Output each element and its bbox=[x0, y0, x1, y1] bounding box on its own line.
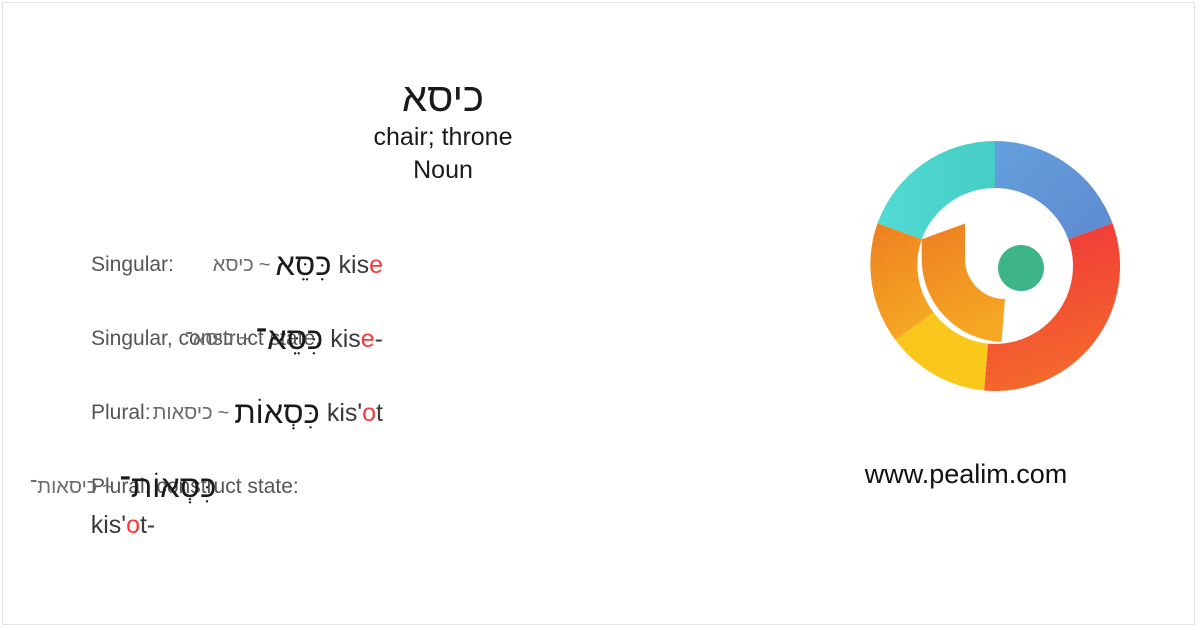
site-url: www.pealim.com bbox=[731, 457, 1194, 491]
logo-green-dot bbox=[998, 245, 1044, 291]
logo-segment-teal bbox=[877, 140, 995, 240]
menukad-plural: כִּסְאוֹת bbox=[234, 395, 320, 430]
translit-stressed-vowel: e bbox=[369, 251, 383, 279]
transliteration-plural-construct: kis'ot- bbox=[3, 507, 383, 543]
table-row: Singular, construct state: כיסא־~כִּסֵּא… bbox=[3, 313, 803, 387]
translit-stressed-vowel: o bbox=[126, 511, 140, 539]
separator-tilde: ~ bbox=[238, 327, 251, 350]
page-title-hebrew: כיסא bbox=[402, 76, 484, 120]
form-value-plural-construct: כיסאות־~כִּסְאוֹת־kis'ot- bbox=[3, 467, 383, 543]
translit-pre: kis' bbox=[90, 511, 127, 539]
ktiv-male-plural-construct: כיסאות־ bbox=[29, 476, 98, 498]
form-label-plural: Plural: bbox=[91, 401, 151, 424]
logo-segment-red bbox=[984, 223, 1121, 391]
translit-pre: kis bbox=[330, 325, 361, 353]
translit-pre: kis' bbox=[326, 399, 363, 427]
translit-stressed-vowel: o bbox=[362, 399, 377, 427]
form-label-singular-construct: Singular, construct state: bbox=[91, 327, 321, 350]
translit-pre: kis bbox=[338, 251, 370, 279]
translit-post: t bbox=[376, 399, 383, 427]
form-label-singular: Singular: bbox=[91, 253, 174, 276]
logo-segment-blue bbox=[995, 140, 1113, 240]
table-row: Plural, construct state: כיסאות־~כִּסְאו… bbox=[3, 461, 803, 547]
ktiv-male-singular: כיסא bbox=[212, 254, 254, 276]
ktiv-male-singular-construct: כיסא־ bbox=[184, 328, 234, 350]
transliteration-plural: kis'ot bbox=[320, 399, 383, 427]
menukad-plural-construct: כִּסְאוֹת־ bbox=[118, 469, 217, 504]
form-value-singular-construct: כיסא־~כִּסֵּא־kise- bbox=[3, 319, 383, 359]
ktiv-male-plural: כיסאות bbox=[152, 402, 213, 424]
transliteration-singular: kise bbox=[332, 251, 383, 279]
word-part-of-speech: Noun bbox=[413, 156, 473, 184]
translit-stressed-vowel: e bbox=[360, 325, 375, 353]
separator-tilde: ~ bbox=[217, 401, 230, 424]
transliteration-singular-construct: kise- bbox=[323, 325, 383, 353]
menukad-singular-construct: כִּסֵּא־ bbox=[255, 321, 324, 356]
logo-segment-yellow bbox=[895, 312, 988, 391]
logo-inner-hook bbox=[921, 223, 1005, 342]
separator-tilde: ~ bbox=[102, 475, 114, 498]
form-label-plural-construct: Plural, construct state: bbox=[91, 475, 299, 498]
translit-post: - bbox=[374, 325, 383, 353]
separator-tilde: ~ bbox=[258, 253, 271, 276]
logo-segment-orange-left bbox=[870, 223, 934, 340]
word-header: כיסא chair; throne Noun bbox=[153, 75, 733, 187]
translit-post: t- bbox=[139, 511, 156, 539]
word-meaning: chair; throne bbox=[373, 123, 513, 151]
menukad-singular: כִּסֵּא bbox=[275, 247, 332, 282]
pealim-logo-icon bbox=[867, 121, 1123, 411]
site-url-text: www.pealim.com bbox=[864, 459, 1068, 489]
